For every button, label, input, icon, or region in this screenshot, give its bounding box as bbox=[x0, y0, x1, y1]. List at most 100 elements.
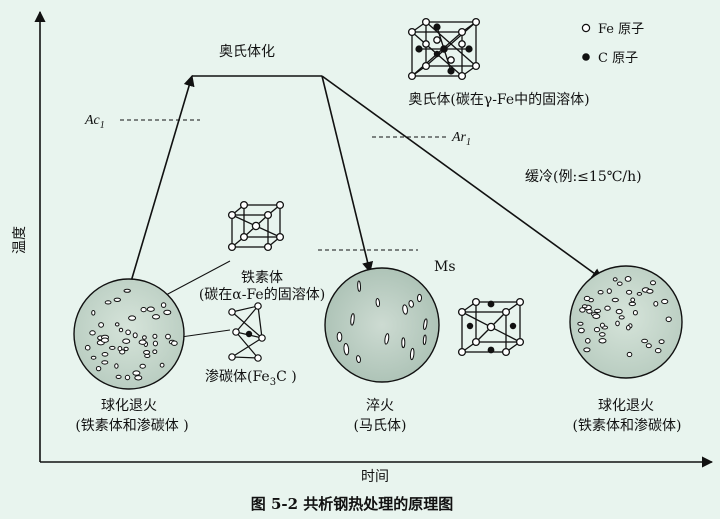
particle bbox=[132, 332, 138, 339]
particle bbox=[152, 333, 158, 339]
right-microstructure-circle bbox=[569, 265, 683, 379]
y-axis-label: 温度 bbox=[12, 226, 28, 254]
c-atom-icon bbox=[582, 53, 590, 61]
particle bbox=[630, 297, 636, 303]
particle bbox=[89, 330, 96, 336]
particle bbox=[109, 345, 116, 350]
particle bbox=[343, 343, 350, 356]
particle bbox=[583, 295, 591, 302]
quench-line bbox=[321, 75, 374, 274]
particle bbox=[401, 337, 406, 349]
particle bbox=[628, 301, 636, 307]
particle bbox=[90, 355, 97, 360]
particle bbox=[597, 290, 604, 295]
particle bbox=[114, 363, 119, 369]
particle bbox=[615, 320, 620, 327]
austenite-label: 奥氏体(碳在γ-Fe中的固溶体) bbox=[408, 91, 589, 108]
mid-circle-title: 淬火 bbox=[366, 398, 394, 414]
ac1-label: Ac1 bbox=[84, 113, 105, 131]
particle bbox=[599, 332, 606, 337]
heating-line bbox=[129, 74, 195, 286]
particle bbox=[384, 333, 390, 345]
particle bbox=[604, 305, 611, 311]
axes: 温度 时间 bbox=[12, 10, 714, 485]
particle bbox=[641, 338, 648, 344]
particle bbox=[658, 339, 665, 345]
particle bbox=[646, 288, 654, 294]
particle bbox=[408, 300, 414, 308]
particle bbox=[654, 348, 662, 354]
particle bbox=[586, 309, 593, 314]
particle bbox=[618, 315, 625, 320]
particle bbox=[606, 288, 612, 294]
particle bbox=[165, 333, 171, 340]
particle bbox=[645, 343, 652, 349]
ms-label: Ms bbox=[434, 259, 456, 275]
legend: Fe 原子 C 原子 bbox=[581, 22, 644, 66]
particle bbox=[143, 350, 151, 355]
austenite-lattice-icon bbox=[407, 17, 481, 81]
particle bbox=[402, 304, 408, 315]
particle bbox=[593, 327, 601, 333]
particle bbox=[171, 340, 178, 346]
particle bbox=[624, 276, 632, 282]
particle bbox=[84, 344, 91, 351]
process-path bbox=[129, 74, 603, 286]
particle bbox=[160, 302, 167, 308]
particle bbox=[132, 370, 141, 376]
legend-fe-label: Fe 原子 bbox=[598, 22, 644, 37]
particle bbox=[101, 352, 109, 357]
right-circle-subtitle: (铁素体和渗碳体) bbox=[573, 418, 682, 434]
particle bbox=[138, 339, 147, 345]
slow-cool-line bbox=[321, 75, 603, 280]
particle bbox=[611, 297, 619, 303]
particle bbox=[350, 313, 355, 326]
martensite-circle bbox=[324, 267, 440, 383]
ferrite-desc: (碳在α-Fe的固溶体) bbox=[199, 287, 325, 303]
particle bbox=[612, 277, 618, 282]
particle bbox=[140, 307, 147, 313]
particle bbox=[152, 349, 158, 355]
particle bbox=[152, 314, 160, 320]
particle bbox=[636, 292, 643, 296]
particle bbox=[617, 281, 623, 286]
particle bbox=[577, 321, 584, 326]
cementite-label: 渗碳体(Fe3C ) bbox=[205, 369, 297, 388]
particle bbox=[592, 313, 601, 319]
cementite-structure-icon bbox=[228, 302, 266, 362]
particle bbox=[159, 362, 165, 368]
particle bbox=[598, 338, 607, 344]
particle bbox=[142, 335, 147, 340]
ferrite-lattice-icon bbox=[227, 200, 285, 252]
particle bbox=[578, 327, 585, 334]
particle bbox=[117, 346, 123, 352]
particle bbox=[114, 322, 120, 327]
particle bbox=[594, 308, 602, 313]
martensite-lattice-icon bbox=[457, 297, 525, 357]
particle bbox=[661, 298, 669, 305]
particle bbox=[615, 308, 623, 315]
particle bbox=[336, 331, 343, 342]
particle bbox=[632, 310, 638, 316]
particle bbox=[146, 306, 155, 312]
particle bbox=[409, 347, 415, 361]
particle bbox=[163, 309, 172, 316]
particle bbox=[357, 280, 362, 292]
particle bbox=[128, 315, 137, 321]
particle bbox=[101, 360, 109, 365]
ar1-label: Ar1 bbox=[451, 130, 471, 148]
legend-c-label: C 原子 bbox=[598, 51, 638, 66]
particle bbox=[144, 353, 151, 358]
particle bbox=[583, 347, 591, 353]
left-microstructure-circle bbox=[73, 278, 185, 390]
particle bbox=[100, 337, 109, 343]
particle bbox=[104, 300, 112, 305]
left-circle-subtitle: (铁素体和渗碳体 ) bbox=[75, 418, 188, 434]
particle bbox=[123, 346, 129, 352]
particle bbox=[123, 288, 131, 293]
particle bbox=[653, 301, 659, 307]
particle bbox=[139, 363, 146, 369]
x-axis-label: 时间 bbox=[361, 469, 389, 485]
